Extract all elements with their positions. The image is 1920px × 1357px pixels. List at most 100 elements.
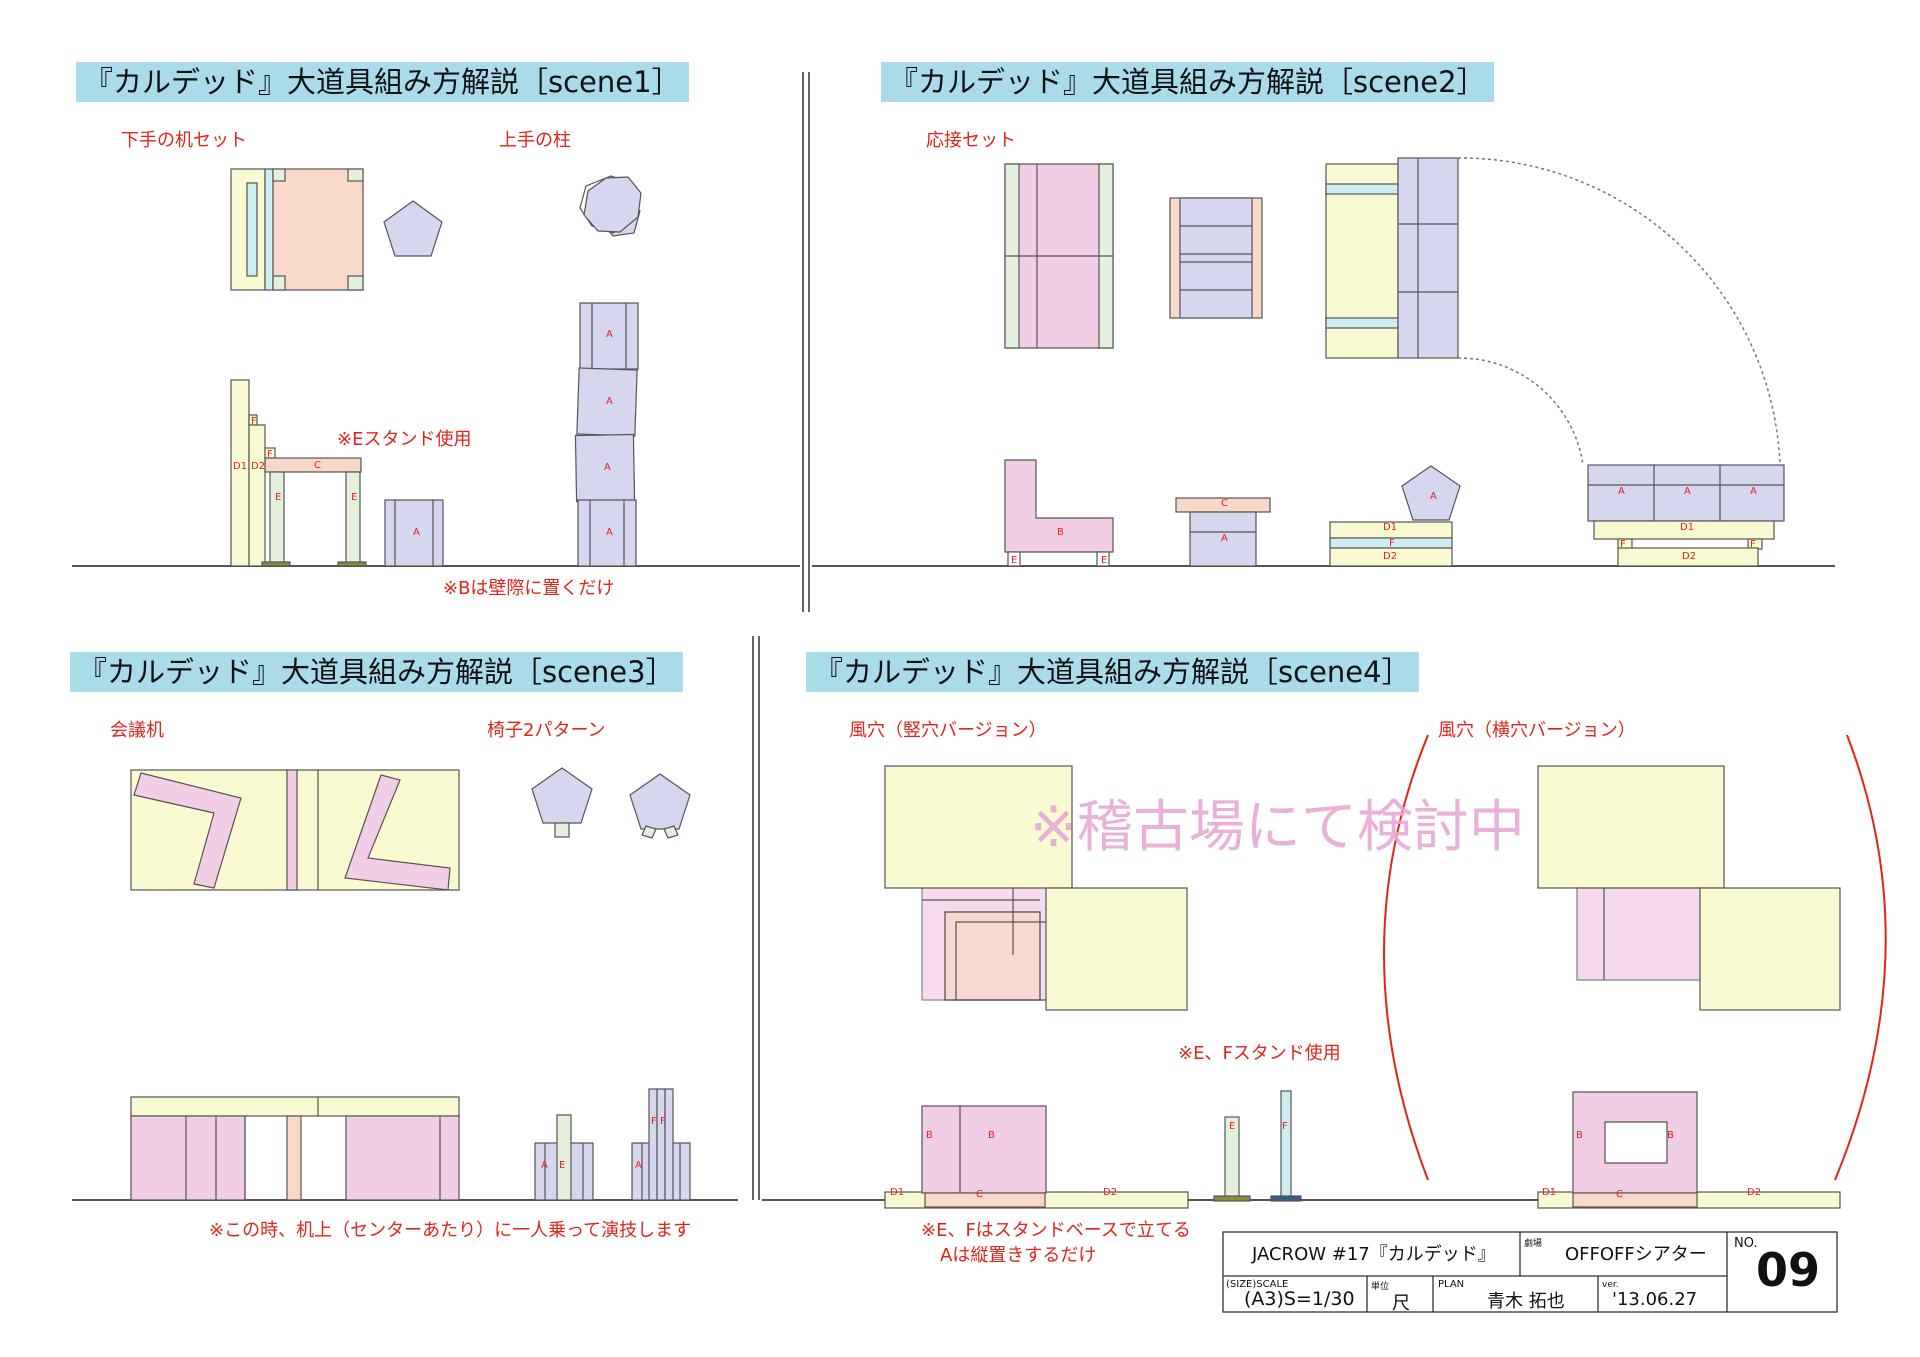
scene1-label-desk-set: 下手の机セット bbox=[121, 130, 247, 151]
title-block-plan-label: PLAN bbox=[1438, 1279, 1465, 1290]
piece-label: F bbox=[1750, 539, 1756, 550]
scene2-table-plan bbox=[1169, 197, 1263, 319]
piece-label: A bbox=[635, 1160, 642, 1171]
piece-label: F bbox=[1620, 539, 1626, 550]
piece-label: E bbox=[1229, 1121, 1236, 1132]
scene3-chair-a-plan bbox=[531, 767, 593, 838]
title-block-planner: 青木 拓也 bbox=[1487, 1291, 1565, 1312]
scene1-pillar-plan bbox=[579, 175, 642, 237]
scene4-note-base-1: ※E、Fはスタンドベースで立てる bbox=[921, 1220, 1191, 1241]
piece-label: D2 bbox=[1103, 1187, 1118, 1198]
scene2-bench-plan bbox=[1325, 157, 1459, 359]
scene4-title: 『カルデッド』大道具組み方解説［scene4］ bbox=[806, 652, 1419, 692]
piece-label: E bbox=[275, 492, 282, 503]
scene1-pentagon bbox=[383, 200, 443, 257]
separators bbox=[752, 72, 810, 1200]
scene2-sofa-plan bbox=[1004, 163, 1114, 349]
piece-label: D1 bbox=[1680, 522, 1695, 533]
piece-label: C bbox=[314, 460, 321, 471]
title-block-number: 09 bbox=[1756, 1243, 1821, 1297]
piece-label: B bbox=[988, 1130, 995, 1141]
piece-label: F bbox=[651, 1116, 657, 1127]
scene1-note-b: ※Bは壁際に置くだけ bbox=[443, 578, 615, 599]
scene1-note-stand: ※Eスタンド使用 bbox=[337, 429, 472, 450]
piece-label: D2 bbox=[1383, 551, 1398, 562]
scene3-desk-elevation bbox=[130, 1096, 460, 1201]
piece-label: F bbox=[1282, 1121, 1288, 1132]
scene1-desk-set-plan bbox=[230, 168, 364, 291]
scene3-title: 『カルデッド』大道具組み方解説［scene3］ bbox=[70, 652, 683, 692]
scene2-bench-elevation bbox=[1329, 465, 1461, 567]
title-block-frame bbox=[1222, 1231, 1838, 1313]
scene3-label-chairs: 椅子2パターン bbox=[487, 720, 606, 741]
title-block-unit-label: 単位 bbox=[1371, 1282, 1390, 1292]
piece-label: B bbox=[1576, 1130, 1583, 1141]
piece-label: A bbox=[1221, 533, 1228, 544]
piece-label: C bbox=[1221, 498, 1228, 509]
scene4-label-vertical: 風穴（竪穴バージョン） bbox=[849, 720, 1047, 741]
scene2-wide-elevation bbox=[1587, 464, 1785, 567]
piece-label: E bbox=[351, 492, 358, 503]
title-block-unit: 尺 bbox=[1392, 1293, 1410, 1314]
title-block-theater-label: 劇場 bbox=[1524, 1239, 1543, 1249]
scene4-vertical-elevation bbox=[884, 1105, 1189, 1209]
title-block-theater: OFFOFFシアター bbox=[1565, 1244, 1707, 1265]
piece-label: F bbox=[251, 416, 257, 427]
piece-label: A bbox=[1618, 486, 1625, 497]
piece-label: A bbox=[1750, 486, 1757, 497]
scene1-title: 『カルデッド』大道具組み方解説［scene1］ bbox=[76, 62, 689, 102]
scene3-chair-b-elevation bbox=[631, 1088, 691, 1201]
title-block-no-label: NO. bbox=[1734, 1236, 1758, 1251]
piece-label: B bbox=[926, 1130, 933, 1141]
piece-label: F bbox=[267, 449, 273, 460]
title-block-ver-label: ver. bbox=[1602, 1280, 1619, 1290]
scene4-note-base-2: Aは縦置きするだけ bbox=[940, 1245, 1097, 1266]
piece-label: D1 bbox=[890, 1187, 905, 1198]
scene4-stands bbox=[1213, 1090, 1302, 1202]
piece-label: E bbox=[1101, 555, 1108, 566]
title-block-production: JACROW #17『カルデッド』 bbox=[1252, 1244, 1496, 1265]
piece-label: A bbox=[606, 527, 613, 538]
scene3-label-meeting-desk: 会議机 bbox=[110, 720, 164, 741]
piece-label: E bbox=[1011, 555, 1018, 566]
title-block-version: '13.06.27 bbox=[1612, 1289, 1698, 1310]
scene4-note-stand: ※E、Fスタンド使用 bbox=[1178, 1043, 1341, 1064]
scene1-desk-elevation bbox=[230, 379, 367, 567]
scene4-horizontal-elevation bbox=[1537, 1091, 1841, 1209]
scene2-sofa-elevation bbox=[1004, 459, 1114, 567]
piece-label: F bbox=[660, 1116, 666, 1127]
piece-label: D1 bbox=[1383, 522, 1398, 533]
piece-label: A bbox=[604, 462, 611, 473]
piece-label: A bbox=[606, 396, 613, 407]
scene3-note-center: ※この時、机上（センターあたり）に一人乗って演技します bbox=[209, 1220, 692, 1241]
piece-label: A bbox=[413, 527, 420, 538]
title-block-size-scale-label: (SIZE)SCALE bbox=[1226, 1279, 1289, 1290]
piece-label: A bbox=[541, 1160, 548, 1171]
scene1-box-a bbox=[384, 499, 444, 567]
scene4-vertical-plan bbox=[884, 765, 1188, 1011]
piece-label: D2 bbox=[1747, 1187, 1762, 1198]
scene2-rotation-arcs bbox=[1457, 157, 1781, 466]
piece-label: D1 bbox=[1542, 1187, 1557, 1198]
piece-label: B bbox=[1667, 1130, 1674, 1141]
piece-label: D2 bbox=[251, 461, 266, 472]
piece-label: B bbox=[1057, 527, 1064, 538]
piece-label: C bbox=[976, 1189, 983, 1200]
scene3-chair-b-plan bbox=[629, 773, 691, 839]
scene4-brackets bbox=[1383, 734, 1887, 1181]
piece-label: D2 bbox=[1682, 551, 1697, 562]
piece-label: A bbox=[1430, 491, 1437, 502]
scene1-label-pillar: 上手の柱 bbox=[499, 130, 571, 151]
piece-label: C bbox=[1616, 1189, 1623, 1200]
piece-label: D1 bbox=[233, 461, 248, 472]
piece-label: E bbox=[559, 1160, 566, 1171]
scene2-table-elevation bbox=[1175, 497, 1271, 567]
piece-label: A bbox=[606, 329, 613, 340]
scene2-title: 『カルデッド』大道具組み方解説［scene2］ bbox=[881, 62, 1494, 102]
piece-label: A bbox=[1684, 486, 1691, 497]
title-block-size-scale: (A3)S=1/30 bbox=[1244, 1288, 1355, 1310]
scene3-meeting-desk-plan bbox=[130, 769, 460, 891]
scene4-horizontal-plan bbox=[1537, 765, 1841, 1011]
